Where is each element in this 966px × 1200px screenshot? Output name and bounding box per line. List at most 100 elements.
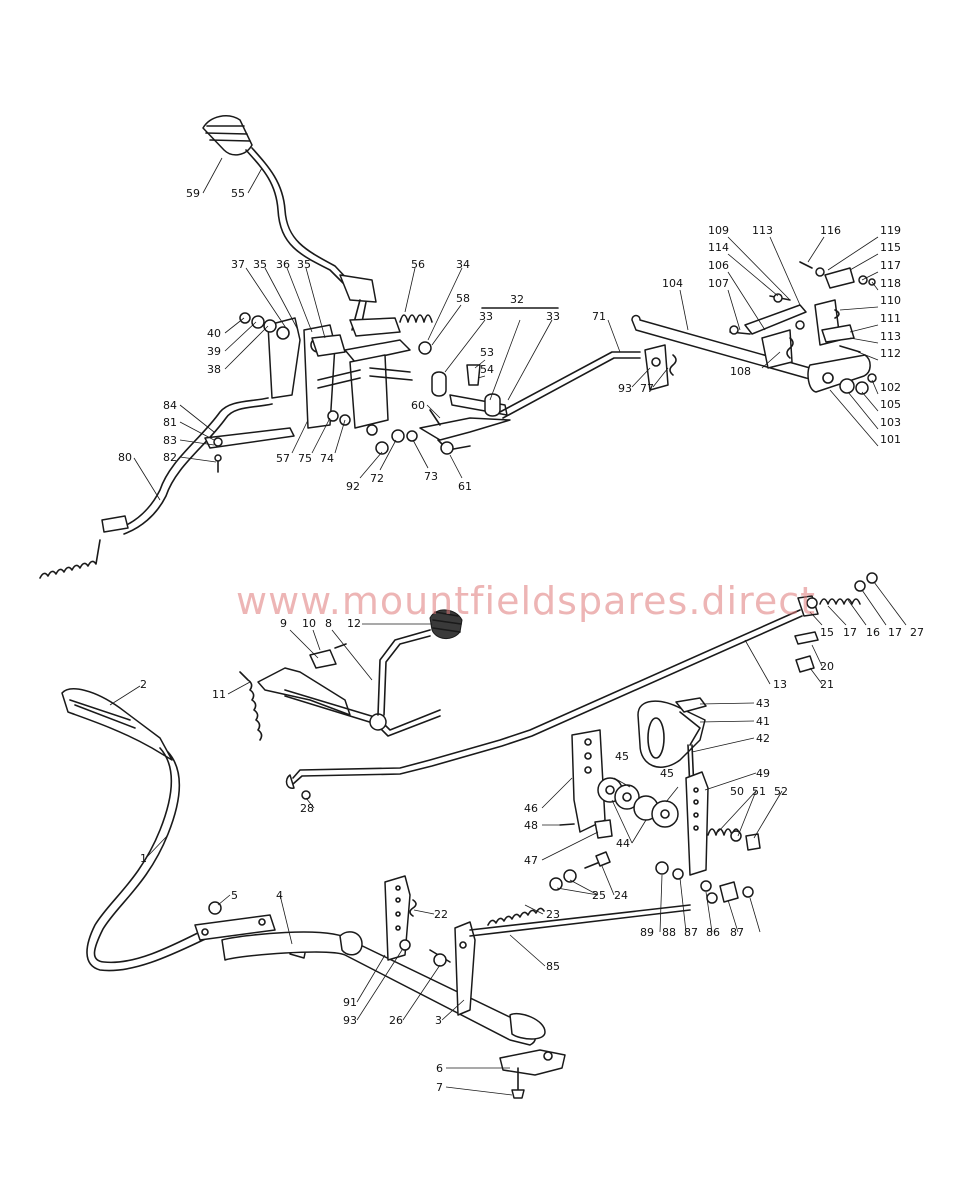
callout-88: 88 bbox=[662, 926, 676, 939]
callout-22: 22 bbox=[434, 908, 448, 921]
callout-47: 47 bbox=[524, 854, 538, 867]
callout-52: 52 bbox=[774, 785, 788, 798]
callout-8: 8 bbox=[325, 617, 332, 630]
callout-109: 109 bbox=[708, 224, 729, 237]
callout-4: 4 bbox=[276, 889, 283, 902]
callout-42: 42 bbox=[756, 732, 770, 745]
callout-93: 93 bbox=[343, 1014, 357, 1027]
callout-110: 110 bbox=[880, 294, 901, 307]
pedal-assembly bbox=[61, 688, 691, 1099]
callout-104: 104 bbox=[662, 277, 683, 290]
callout-83: 83 bbox=[163, 434, 177, 447]
callout-17: 17 bbox=[888, 626, 902, 639]
callout-84: 84 bbox=[163, 399, 177, 412]
callout-11: 11 bbox=[212, 688, 226, 701]
callout-33: 33 bbox=[546, 310, 560, 323]
callout-111: 111 bbox=[880, 312, 901, 325]
cable-80 bbox=[39, 397, 295, 579]
callout-87: 87 bbox=[684, 926, 698, 939]
callout-116: 116 bbox=[820, 224, 841, 237]
rod-13 bbox=[285, 572, 878, 800]
callout-24: 24 bbox=[614, 889, 628, 902]
callout-12: 12 bbox=[347, 617, 361, 630]
callout-114: 114 bbox=[708, 241, 729, 254]
lever-8-assembly bbox=[239, 609, 463, 741]
callout-77: 77 bbox=[640, 382, 654, 395]
callout-57: 57 bbox=[276, 452, 290, 465]
callout-119: 119 bbox=[880, 224, 901, 237]
callout-74: 74 bbox=[320, 452, 334, 465]
callout-108: 108 bbox=[730, 365, 751, 378]
callout-1: 1 bbox=[140, 852, 147, 865]
callout-80: 80 bbox=[118, 451, 132, 464]
callout-115: 115 bbox=[880, 241, 901, 254]
shaft-104 bbox=[631, 261, 877, 395]
callout-54: 54 bbox=[480, 363, 494, 376]
callout-6: 6 bbox=[436, 1062, 443, 1075]
callout-46: 46 bbox=[524, 802, 538, 815]
callout-89: 89 bbox=[640, 926, 654, 939]
callout-17: 17 bbox=[843, 626, 857, 639]
callout-20: 20 bbox=[820, 660, 834, 673]
callout-40: 40 bbox=[207, 327, 221, 340]
callout-91: 91 bbox=[343, 996, 357, 1009]
callout-56: 56 bbox=[411, 258, 425, 271]
callout-7: 7 bbox=[436, 1081, 443, 1094]
callout-85: 85 bbox=[546, 960, 560, 973]
callout-118: 118 bbox=[880, 277, 901, 290]
callout-58: 58 bbox=[456, 292, 470, 305]
callout-60: 60 bbox=[411, 399, 425, 412]
callout-51: 51 bbox=[752, 785, 766, 798]
callout-labels: 59 55 37 35 36 35 56 34 58 40 39 38 32 3… bbox=[118, 187, 924, 1094]
callout-33: 33 bbox=[479, 310, 493, 323]
callout-34: 34 bbox=[456, 258, 470, 271]
callout-32: 32 bbox=[510, 293, 524, 306]
callout-59: 59 bbox=[186, 187, 200, 200]
callout-61: 61 bbox=[458, 480, 472, 493]
callout-26: 26 bbox=[389, 1014, 403, 1027]
callout-13: 13 bbox=[773, 678, 787, 691]
callout-35: 35 bbox=[253, 258, 267, 271]
linkage-32 bbox=[419, 307, 641, 455]
callout-41: 41 bbox=[756, 715, 770, 728]
callout-73: 73 bbox=[424, 470, 438, 483]
callout-5: 5 bbox=[231, 889, 238, 902]
callout-87: 87 bbox=[730, 926, 744, 939]
callout-103: 103 bbox=[880, 416, 901, 429]
callout-16: 16 bbox=[866, 626, 880, 639]
callout-86: 86 bbox=[706, 926, 720, 939]
callout-50: 50 bbox=[730, 785, 744, 798]
watermark-text: www.mountfieldspares.direct bbox=[236, 579, 816, 623]
callout-2: 2 bbox=[140, 678, 147, 691]
callout-101: 101 bbox=[880, 433, 901, 446]
callout-45: 45 bbox=[615, 750, 629, 763]
callout-117: 117 bbox=[880, 259, 901, 272]
callout-21: 21 bbox=[820, 678, 834, 691]
callout-25: 25 bbox=[592, 889, 606, 902]
callout-9: 9 bbox=[280, 617, 287, 630]
callout-81: 81 bbox=[163, 416, 177, 429]
callout-39: 39 bbox=[207, 345, 221, 358]
callout-71: 71 bbox=[592, 310, 606, 323]
callout-105: 105 bbox=[880, 398, 901, 411]
callout-49: 49 bbox=[756, 767, 770, 780]
callout-113: 113 bbox=[880, 330, 901, 343]
callout-35: 35 bbox=[297, 258, 311, 271]
callout-112: 112 bbox=[880, 347, 901, 360]
callout-48: 48 bbox=[524, 819, 538, 832]
callout-53: 53 bbox=[480, 346, 494, 359]
callout-15: 15 bbox=[820, 626, 834, 639]
callout-27: 27 bbox=[910, 626, 924, 639]
callout-92: 92 bbox=[346, 480, 360, 493]
gear-lever-assembly bbox=[202, 115, 433, 455]
callout-72: 72 bbox=[370, 472, 384, 485]
callout-113: 113 bbox=[752, 224, 773, 237]
callout-10: 10 bbox=[302, 617, 316, 630]
callout-38: 38 bbox=[207, 363, 221, 376]
callout-28: 28 bbox=[300, 802, 314, 815]
callout-36: 36 bbox=[276, 258, 290, 271]
callout-102: 102 bbox=[880, 381, 901, 394]
callout-37: 37 bbox=[231, 258, 245, 271]
callout-75: 75 bbox=[298, 452, 312, 465]
